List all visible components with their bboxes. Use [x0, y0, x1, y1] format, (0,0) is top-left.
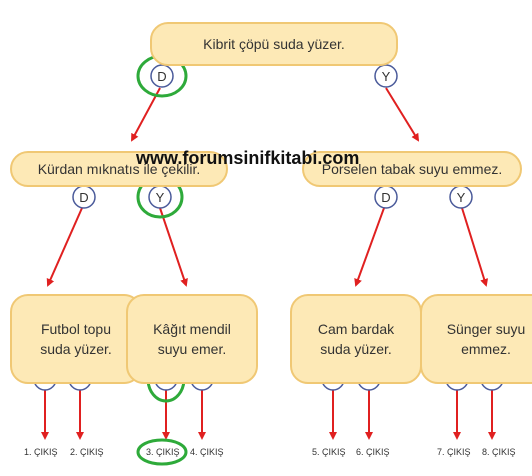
leaf-3-line-1: Cam bardak [317, 321, 395, 337]
leaf-1-line-1: Futbol topu [40, 321, 112, 337]
answer-right-y: Y [449, 185, 473, 209]
exit-label-3: 3. ÇIKIŞ [146, 447, 180, 457]
exit-label-7: 7. ÇIKIŞ [437, 447, 471, 457]
answer-left-d-label: D [79, 190, 88, 205]
leaf-box-3: Cam bardak suda yüzer. [290, 294, 422, 384]
right-question-text: Porselen tabak suyu emmez. [321, 161, 503, 177]
arrow-right-y [461, 207, 489, 287]
leaf-1-line-2: suda yüzer. [40, 341, 112, 357]
left-question-text: Kürdan mıknatıs ile çekilir. [37, 161, 201, 177]
answer-root-d-label: D [157, 69, 166, 84]
arrows [41, 87, 496, 440]
leaf-box-4: Sünger suyu emmez. [420, 294, 532, 384]
arrow-left-d [46, 207, 83, 287]
exit-label-5: 5. ÇIKIŞ [312, 447, 346, 457]
leaf-4-line-1: Sünger suyu [446, 321, 526, 337]
exit-label-1: 1. ÇIKIŞ [24, 447, 58, 457]
exit-label-4: 4. ÇIKIŞ [190, 447, 224, 457]
answer-left-d: D [72, 185, 96, 209]
right-question-box: Porselen tabak suyu emmez. [302, 151, 522, 187]
exit-label-8: 8. ÇIKIŞ [482, 447, 516, 457]
answer-left-y: Y [148, 185, 172, 209]
answer-right-d-label: D [381, 190, 390, 205]
leaf-box-1: Futbol topu suda yüzer. [10, 294, 142, 384]
left-question-box: Kürdan mıknatıs ile çekilir. [10, 151, 228, 187]
leaf-4-line-2: emmez. [461, 341, 511, 357]
answer-root-y-label: Y [382, 69, 391, 84]
arrow-left-y [159, 207, 188, 287]
exit-label-6: 6. ÇIKIŞ [356, 447, 390, 457]
answer-right-y-label: Y [457, 190, 466, 205]
arrow-root-y [385, 87, 420, 142]
root-question-box: Kibrit çöpü suda yüzer. [150, 22, 398, 66]
leaf-3-line-2: suda yüzer. [320, 341, 392, 357]
answer-root-y: Y [374, 64, 398, 88]
answer-root-d: D [150, 64, 174, 88]
root-question-text: Kibrit çöpü suda yüzer. [203, 36, 345, 52]
highlight-exit-3 [136, 438, 188, 466]
arrow-right-d [354, 207, 385, 287]
answer-left-y-label: Y [156, 190, 165, 205]
answer-right-d: D [374, 185, 398, 209]
leaf-2-line-2: suyu emer. [157, 341, 227, 357]
watermark-text: www.forumsinifkitabi.com [136, 148, 360, 168]
leaf-box-2: Kâğıt mendil suyu emer. [126, 294, 258, 384]
exit-label-2: 2. ÇIKIŞ [70, 447, 104, 457]
leaf-2-line-1: Kâğıt mendil [153, 321, 231, 337]
